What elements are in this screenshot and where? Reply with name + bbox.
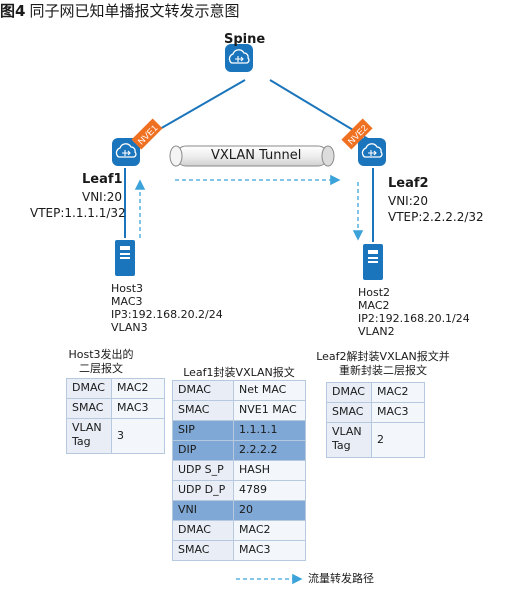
- leaf2-label: Leaf2: [388, 176, 429, 191]
- field-value: 20: [233, 500, 306, 521]
- field-name: VLAN Tag: [66, 418, 112, 454]
- leaf1-vtep: VTEP:1.1.1.1/32: [30, 206, 126, 220]
- field-value: 4789: [233, 480, 306, 501]
- field-name: VLAN Tag: [326, 422, 372, 458]
- field-value: HASH: [233, 460, 306, 481]
- field-value: NVE1 MAC: [233, 400, 306, 421]
- field-name: DMAC: [326, 382, 372, 403]
- field-name: DMAC: [171, 380, 235, 401]
- field-value: MAC2: [371, 382, 425, 403]
- host3-name: Host3: [111, 282, 144, 295]
- flow-path: [134, 174, 364, 241]
- legend-label: 流量转发路径: [308, 572, 374, 585]
- server-icon: [363, 244, 383, 280]
- router-icon: [358, 138, 386, 166]
- host3-vlan: VLAN3: [111, 321, 148, 334]
- router-icon: [112, 138, 140, 166]
- field-value: 3: [111, 418, 165, 454]
- router-icon: [225, 44, 253, 72]
- host3-mac: MAC3: [111, 295, 143, 308]
- leaf1-vni: VNI:20: [82, 190, 123, 204]
- host3-frame-caption: Host3发出的 二层报文: [56, 348, 146, 376]
- host2-ip: IP2:192.168.20.1/24: [358, 312, 470, 325]
- host2-vlan: VLAN2: [358, 325, 395, 338]
- field-value: MAC3: [111, 398, 165, 419]
- spine-label: Spine: [224, 32, 266, 47]
- host2-info: Host2 MAC2 IP2:192.168.20.1/24 VLAN2: [358, 286, 470, 338]
- leaf2-vtep: VTEP:2.2.2.2/32: [388, 210, 484, 224]
- field-value: Net MAC: [233, 380, 306, 401]
- field-name: DIP: [171, 440, 235, 461]
- field-name: SMAC: [171, 400, 235, 421]
- leaf1-label: Leaf1: [82, 172, 123, 187]
- leaf2-frame-caption: Leaf2解封装VXLAN报文并 重新封装二层报文: [308, 350, 458, 378]
- field-name: SMAC: [171, 540, 235, 561]
- host3-frame-caption-line1: Host3发出的: [68, 348, 134, 361]
- field-value: MAC3: [371, 402, 425, 423]
- field-value: 2: [371, 422, 425, 458]
- host2-name: Host2: [358, 286, 391, 299]
- server-icon: [115, 240, 135, 276]
- field-name: DMAC: [171, 520, 235, 541]
- figure-number: 图4: [0, 2, 26, 20]
- field-name: VNI: [171, 500, 235, 521]
- field-name: UDP D_P: [171, 480, 235, 501]
- leaf2-frame-caption-line1: Leaf2解封装VXLAN报文并: [316, 350, 450, 363]
- field-value: MAC2: [233, 520, 306, 541]
- field-value: 1.1.1.1: [233, 420, 306, 441]
- field-value: MAC3: [233, 540, 306, 561]
- leaf2-frame-caption-line2: 重新封装二层报文: [339, 364, 427, 377]
- field-name: SMAC: [326, 402, 372, 423]
- field-value: 2.2.2.2: [233, 440, 306, 461]
- field-name: SMAC: [66, 398, 112, 419]
- field-name: UDP S_P: [171, 460, 235, 481]
- host3-ip: IP3:192.168.20.2/24: [111, 308, 223, 321]
- field-name: DMAC: [66, 378, 112, 399]
- host3-info: Host3 MAC3 IP3:192.168.20.2/24 VLAN3: [111, 282, 223, 334]
- field-name: SIP: [171, 420, 235, 441]
- vxlan-tunnel: [169, 145, 335, 167]
- leaf1-frame-caption: Leaf1封装VXLAN报文: [183, 366, 295, 379]
- figure-title-text: 同子网已知单播报文转发示意图: [29, 2, 240, 20]
- tunnel-label: VXLAN Tunnel: [211, 148, 302, 163]
- field-value: MAC2: [111, 378, 165, 399]
- host3-frame-caption-line2: 二层报文: [79, 362, 123, 375]
- host2-mac: MAC2: [358, 299, 390, 312]
- leaf2-vni: VNI:20: [388, 194, 429, 208]
